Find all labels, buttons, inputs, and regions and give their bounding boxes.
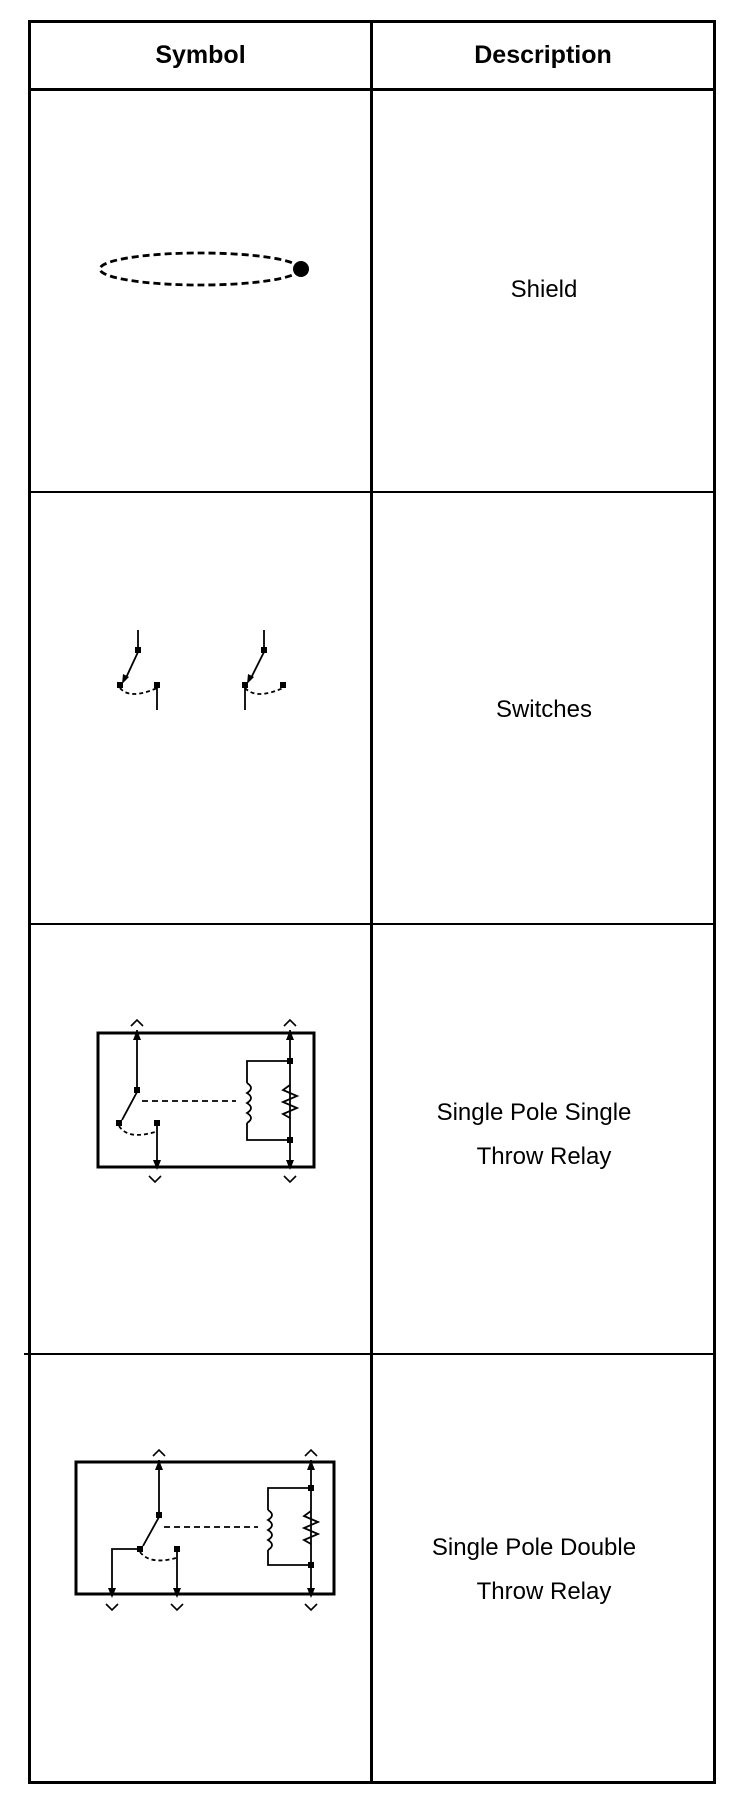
column-divider	[370, 20, 373, 1784]
description-line: Shield	[510, 276, 578, 303]
description-line: Single Pole Single	[436, 1099, 632, 1126]
description-line: Switches	[495, 696, 593, 723]
description-spdt-relay: Single Pole Double Throw Relay	[372, 1525, 716, 1615]
spdt-relay-icon	[74, 1449, 336, 1611]
switch-icon	[242, 630, 286, 710]
description-line: Throw Relay	[476, 1578, 612, 1605]
description-spst-relay: Single Pole Single Throw Relay	[372, 1090, 716, 1180]
symbol-column-header: Symbol	[155, 40, 246, 69]
description-line: Single Pole Double	[431, 1534, 637, 1561]
spst-relay-icon	[96, 1019, 316, 1183]
table-border-right	[713, 20, 716, 1784]
description-shield: Shield	[372, 260, 716, 320]
switch-icon	[117, 630, 160, 710]
description-column-header: Description	[474, 40, 612, 69]
shield-icon	[98, 251, 309, 287]
description-switches: Switches	[372, 680, 716, 740]
description-line: Throw Relay	[476, 1143, 612, 1170]
table-border-left	[28, 20, 31, 1784]
